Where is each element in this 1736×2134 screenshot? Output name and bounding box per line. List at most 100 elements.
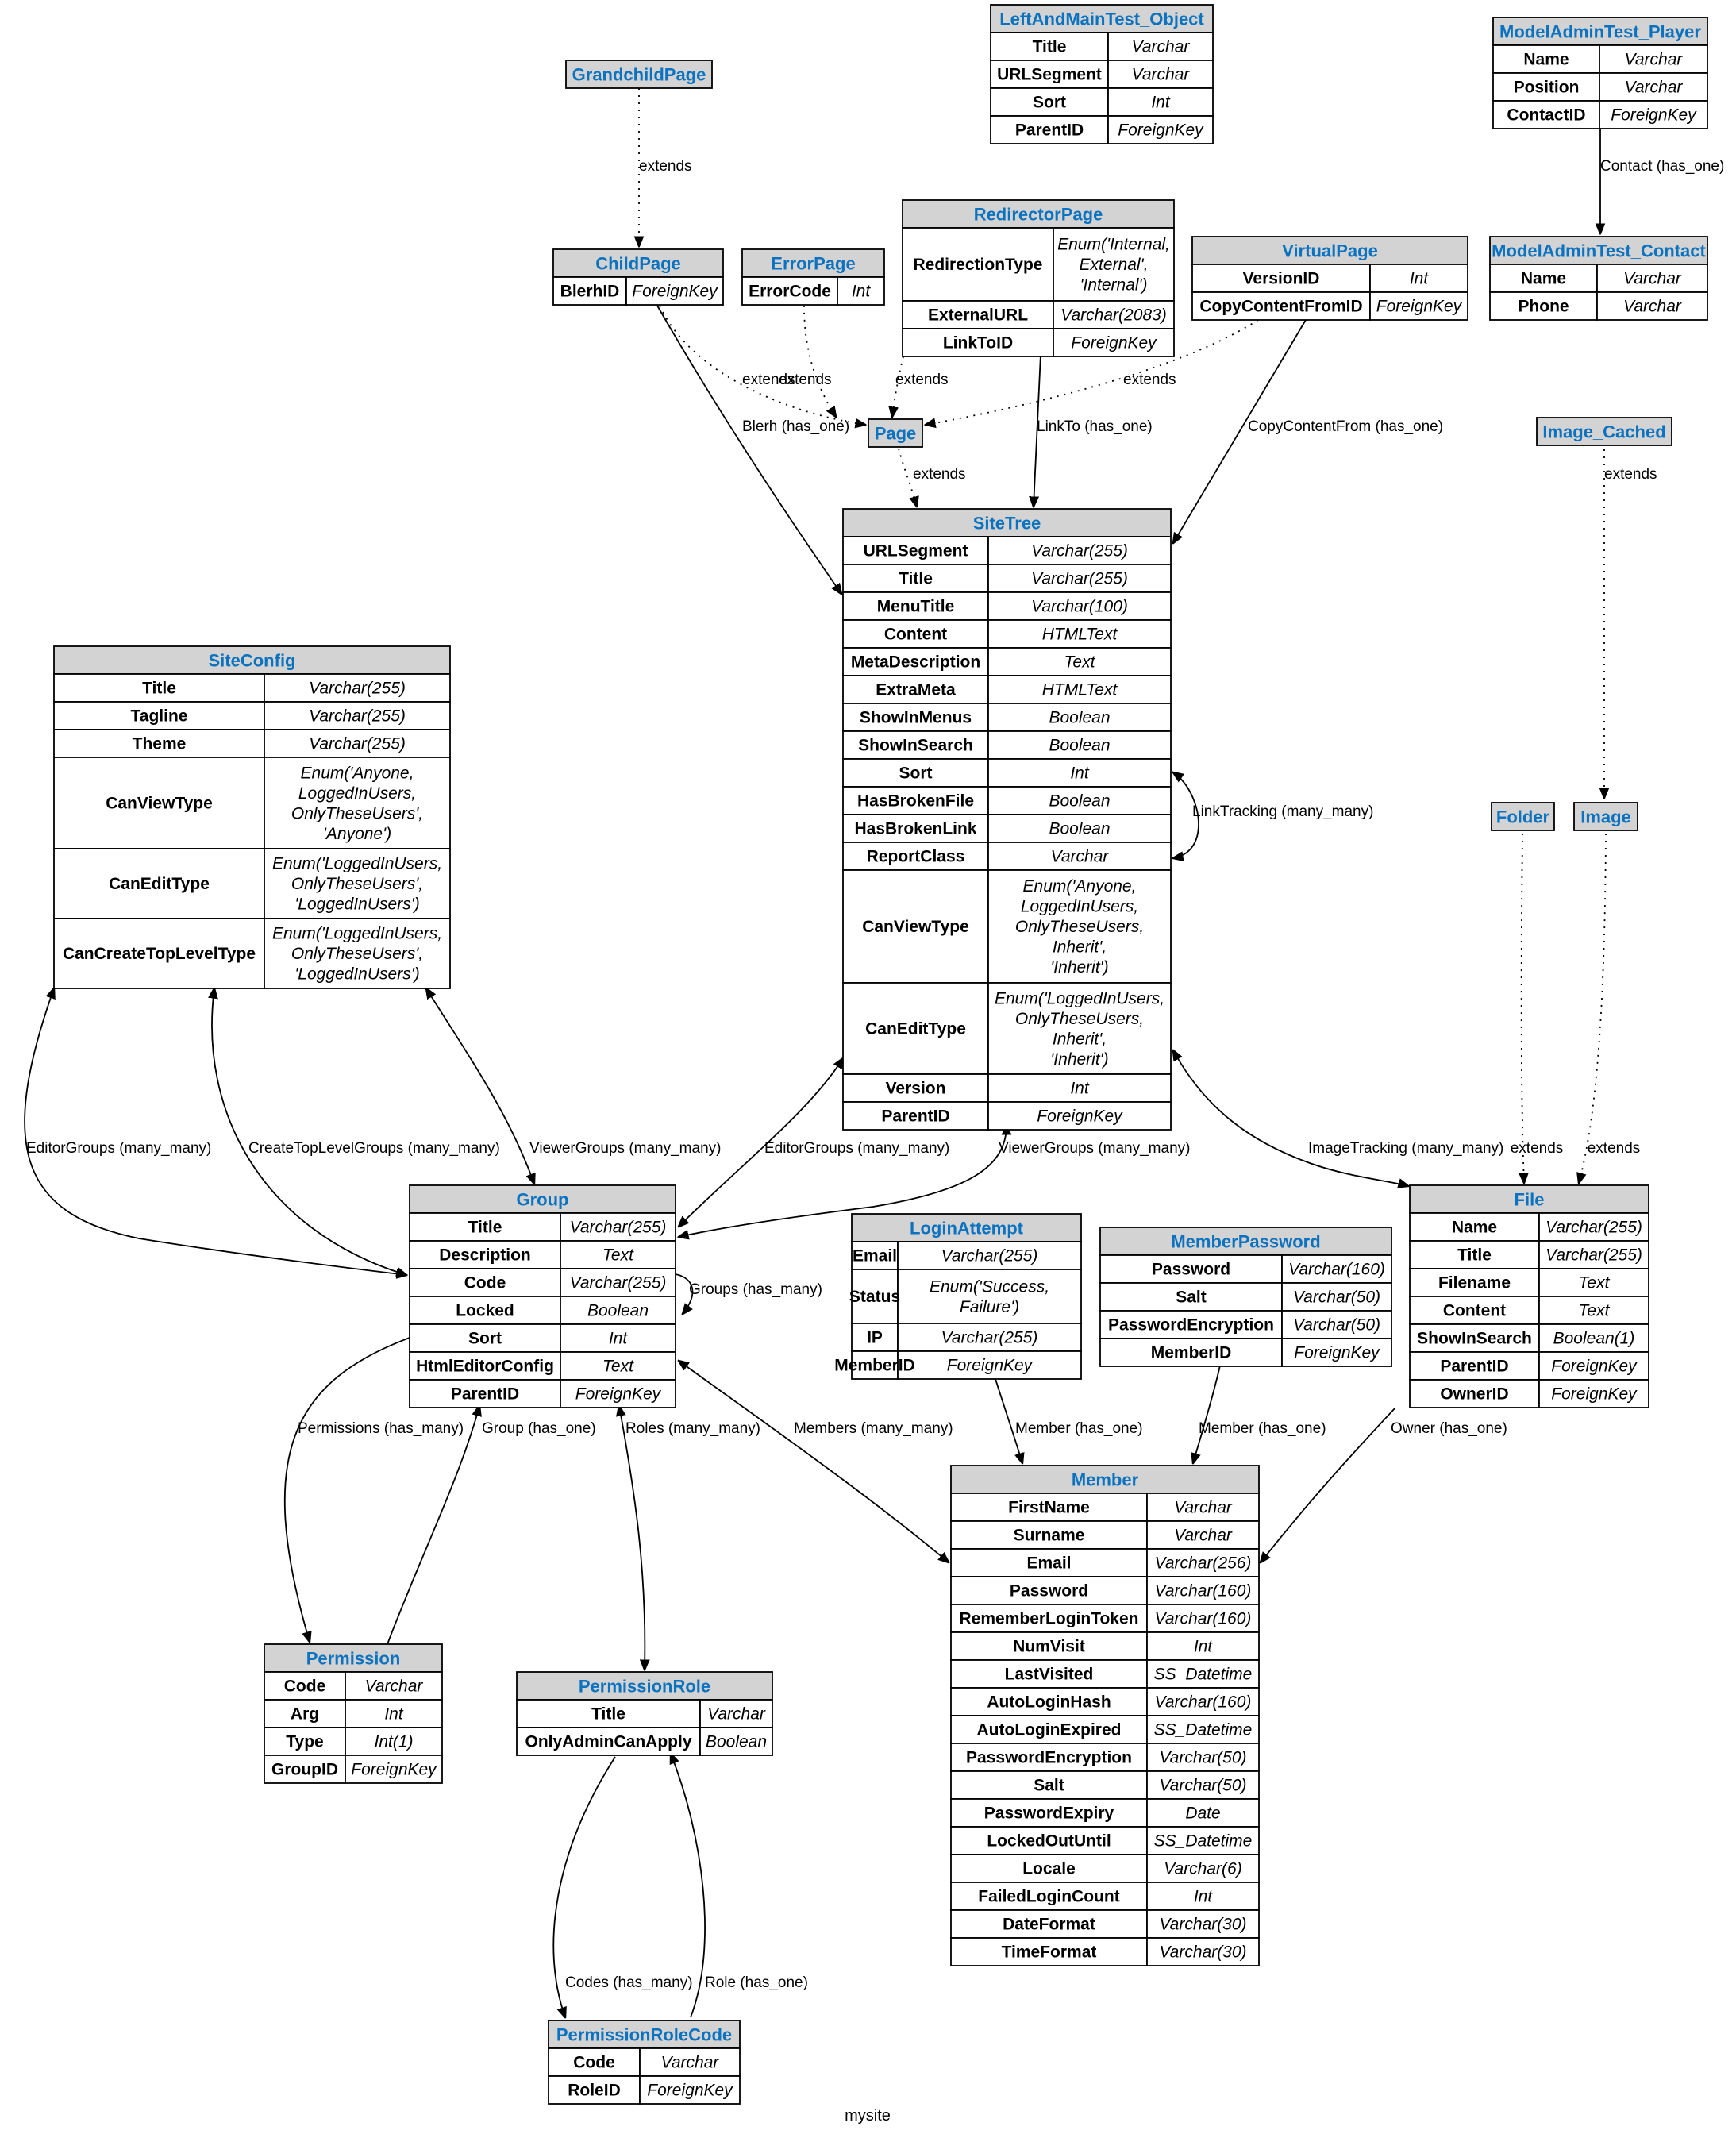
field-type: Boolean [587, 1302, 649, 1320]
edge-line [659, 305, 865, 425]
field-name-cell [409, 1379, 561, 1408]
field-type-cell [1281, 1282, 1392, 1312]
field-name: ParentID [1015, 121, 1084, 140]
edge-label: CreateTopLevelGroups (many_many) [248, 1140, 500, 1157]
field-name-cell [851, 1269, 899, 1324]
field-name-cell [842, 536, 989, 565]
field-type-cell [1146, 1631, 1260, 1661]
field-name-cell [990, 32, 1109, 61]
field-name: Name [1452, 1219, 1497, 1237]
field-type: Enum('Anyone,LoggedInUsers,OnlyTheseUser… [1015, 877, 1144, 976]
field-name: CopyContentFromID [1199, 298, 1362, 316]
field-name-cell [516, 1727, 701, 1756]
field-type: Enum('LoggedInUsers,OnlyTheseUsers','Log… [272, 925, 442, 984]
edge-label: extends [1123, 372, 1176, 388]
class-header [565, 60, 713, 89]
field-type: ForeignKey [575, 1385, 662, 1404]
field-type-cell [1599, 100, 1708, 129]
field-type: Varchar(255) [1545, 1219, 1642, 1237]
field-name-cell [264, 1755, 346, 1784]
edge-label: Permissions (has_many) [298, 1420, 464, 1437]
edge-line [1173, 772, 1199, 858]
field-name-cell [1409, 1212, 1540, 1242]
field-name-cell [950, 1520, 1148, 1550]
field-type-cell [264, 918, 451, 989]
field-type-cell [560, 1296, 676, 1325]
field-type-cell [1146, 1493, 1260, 1522]
field-type: Int(1) [374, 1733, 413, 1751]
field-type: ForeignKey [1294, 1344, 1380, 1362]
field-type-cell [1053, 328, 1175, 357]
field-type-cell [1538, 1268, 1649, 1297]
field-type: ForeignKey [1611, 106, 1697, 125]
class-header [1409, 1184, 1649, 1214]
field-type-cell [1146, 1548, 1260, 1577]
field-type: Varchar(255) [1031, 570, 1128, 588]
field-name: CanViewType [106, 795, 213, 813]
field-type: Varchar(255) [309, 735, 406, 753]
field-type-cell [1599, 72, 1708, 102]
edge-line [283, 1337, 410, 1642]
field-type: Varchar [1623, 270, 1682, 288]
field-type: ForeignKey [632, 283, 718, 301]
edge-e29: Codes (has_many) [552, 1756, 693, 2017]
field-type: Varchar(160) [1155, 1582, 1252, 1600]
field-type: Int [1070, 1080, 1090, 1098]
field-type-cell [1281, 1338, 1392, 1367]
field-name-cell [552, 276, 627, 306]
field-type: ForeignKey [1118, 121, 1204, 140]
edge-e9: CopyContentFrom (has_one) [1173, 319, 1443, 543]
field-type: Varchar(50) [1159, 1777, 1246, 1795]
field-type: ForeignKey [1037, 1107, 1123, 1126]
edge-e28: Owner (has_one) [1261, 1407, 1507, 1562]
class-header [1489, 236, 1708, 265]
field-type-cell [699, 1699, 773, 1728]
field-type-cell [987, 1101, 1172, 1131]
class-title: PermissionRoleCode [556, 2025, 732, 2045]
field-name: Phone [1518, 298, 1569, 316]
edge-label: CopyContentFrom (has_one) [1248, 418, 1443, 435]
field-name: FirstName [1008, 1499, 1090, 1517]
field-name-cell [950, 1548, 1148, 1577]
field-name: OwnerID [1440, 1385, 1508, 1404]
field-type-cell [987, 703, 1172, 732]
field-type: Varchar [1174, 1527, 1233, 1545]
field-type-cell [264, 673, 451, 703]
field-name-cell [409, 1240, 561, 1269]
edge-e30: Role (has_one) [671, 1754, 808, 2018]
field-type-cell [1146, 1882, 1260, 1911]
field-row: CanCreateTopLevelTypeEnum('LoggedInUsers… [53, 918, 451, 989]
class-page: Page [868, 418, 923, 448]
edge-line [1034, 353, 1041, 507]
field-row: CanViewTypeEnum('Anyone,LoggedInUsers,On… [842, 869, 1172, 984]
field-type: Varchar(100) [1031, 598, 1128, 616]
field-name: Sort [899, 765, 933, 783]
field-type: Boolean [1049, 820, 1110, 838]
edge-label: extends [639, 158, 692, 175]
edge-label: Group (has_one) [482, 1420, 596, 1437]
field-type-cell [264, 729, 451, 758]
field-type-cell [987, 619, 1172, 649]
edge-e14: extends [1579, 833, 1640, 1183]
field-type-cell [1369, 264, 1468, 293]
field-type: Int [1151, 94, 1171, 112]
edge-line [679, 1125, 1007, 1237]
field-type: HTMLText [1042, 626, 1118, 644]
field-type: Varchar(255) [309, 707, 406, 726]
field-type: Varchar(50) [1159, 1749, 1246, 1767]
field-name-cell [842, 982, 989, 1075]
edge-e26: Member (has_one) [995, 1378, 1143, 1463]
field-name: OnlyAdminCanApply [525, 1733, 691, 1751]
